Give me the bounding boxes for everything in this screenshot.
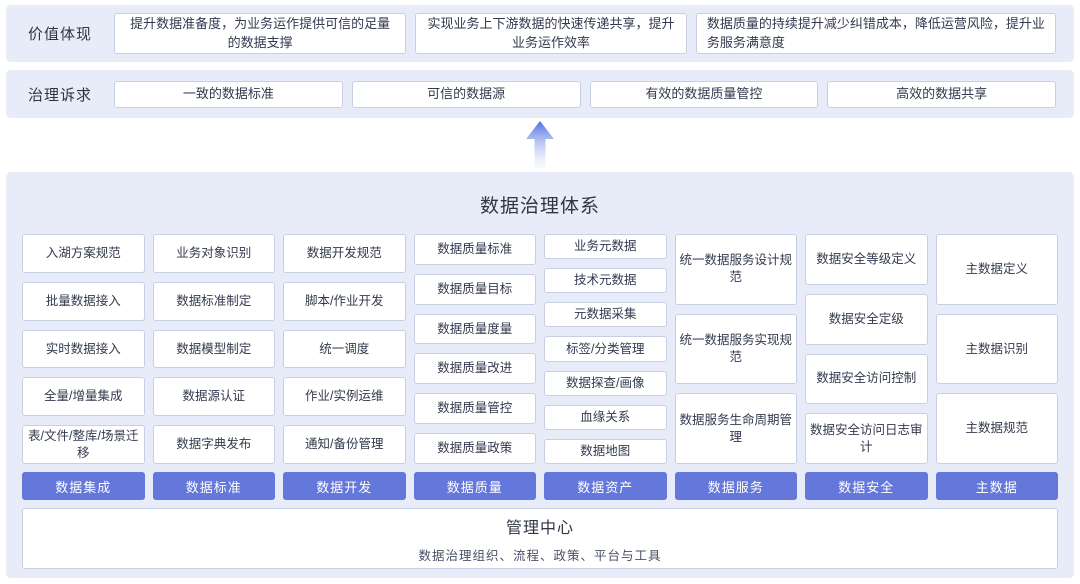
demand-row-panel: 治理诉求 一致的数据标准可信的数据源有效的数据质量管控高效的数据共享 xyxy=(6,70,1074,118)
demand-row-label: 治理诉求 xyxy=(27,86,92,104)
management-center-box: 管理中心 数据治理组织、流程、政策、平台与工具 xyxy=(22,508,1058,569)
system-column: 统一数据服务设计规范统一数据服务实现规范数据服务生命周期管理 xyxy=(674,234,797,465)
demand-item-box: 可信的数据源 xyxy=(351,80,581,108)
value-item-row: 提升数据准备度，为业务运作提供可信的足量的数据支撑实现业务上下游数据的快速传递共… xyxy=(114,13,1056,54)
capability-box: 数据源认证 xyxy=(152,377,275,417)
value-row-label: 价值体现 xyxy=(27,26,92,43)
capability-box: 表/文件/整库/场景迁移 xyxy=(22,425,145,464)
capability-box: 数据质量政策 xyxy=(413,433,536,464)
capability-box: 数据地图 xyxy=(544,438,667,464)
capability-box: 批量数据接入 xyxy=(22,281,145,321)
value-item-box: 提升数据准备度，为业务运作提供可信的足量的数据支撑 xyxy=(114,13,407,54)
capability-box: 统一数据服务实现规范 xyxy=(674,313,797,385)
domain-bar-row: 数据集成数据标准数据开发数据质量数据资产数据服务数据安全主数据 xyxy=(22,472,1058,500)
capability-box: 数据质量改进 xyxy=(413,353,536,385)
capability-box: 数据质量目标 xyxy=(413,273,536,305)
domain-bar: 数据质量 xyxy=(413,472,536,500)
management-subtitle: 数据治理组织、流程、政策、平台与工具 xyxy=(418,548,662,563)
capability-box: 元数据采集 xyxy=(544,302,667,328)
capability-box: 数据质量标准 xyxy=(413,234,536,265)
system-column: 数据安全等级定义数据安全定级数据安全访问控制数据安全访问日志审计 xyxy=(805,234,928,464)
management-title: 管理中心 xyxy=(505,519,574,537)
capability-box: 统一数据服务设计规范 xyxy=(674,234,797,305)
capability-box: 数据模型制定 xyxy=(152,329,275,369)
capability-box: 主数据定义 xyxy=(935,234,1058,305)
domain-bar: 数据资产 xyxy=(544,472,667,500)
capability-box: 数据服务生命周期管理 xyxy=(674,393,797,465)
capability-box: 统一调度 xyxy=(283,329,406,369)
domain-bar: 数据服务 xyxy=(674,472,797,500)
system-column: 业务对象识别数据标准制定数据模型制定数据源认证数据字典发布 xyxy=(152,234,275,464)
capability-box: 数据安全访问控制 xyxy=(805,353,928,405)
system-column: 数据质量标准数据质量目标数据质量度量数据质量改进数据质量管控数据质量政策 xyxy=(413,234,536,464)
system-column: 数据开发规范脚本/作业开发统一调度作业/实例运维通知/备份管理 xyxy=(283,234,406,464)
demand-item-box: 一致的数据标准 xyxy=(114,80,343,108)
capability-box: 数据质量度量 xyxy=(413,313,536,345)
system-column: 入湖方案规范批量数据接入实时数据接入全量/增量集成表/文件/整库/场景迁移 xyxy=(22,234,145,464)
capability-box: 数据安全等级定义 xyxy=(805,234,928,285)
capability-box: 作业/实例运维 xyxy=(283,377,406,417)
governance-panel: 数据治理体系 入湖方案规范批量数据接入实时数据接入全量/增量集成表/文件/整库/… xyxy=(6,172,1074,578)
domain-bar: 数据安全 xyxy=(805,472,928,500)
domain-bar: 数据开发 xyxy=(283,472,406,500)
demand-item-box: 高效的数据共享 xyxy=(827,80,1056,108)
domain-bar: 数据集成 xyxy=(22,472,145,500)
system-grid: 入湖方案规范批量数据接入实时数据接入全量/增量集成表/文件/整库/场景迁移业务对… xyxy=(22,234,1058,465)
capability-box: 业务元数据 xyxy=(544,234,667,260)
demand-item-row: 一致的数据标准可信的数据源有效的数据质量管控高效的数据共享 xyxy=(114,80,1056,108)
capability-box: 数据探查/画像 xyxy=(544,370,667,396)
capability-box: 业务对象识别 xyxy=(152,234,275,273)
capability-box: 数据安全定级 xyxy=(805,293,928,345)
capability-box: 实时数据接入 xyxy=(22,329,145,369)
domain-bar: 数据标准 xyxy=(152,472,275,500)
capability-box: 全量/增量集成 xyxy=(22,377,145,417)
capability-box: 标签/分类管理 xyxy=(544,336,667,362)
capability-box: 数据开发规范 xyxy=(283,234,406,273)
capability-box: 主数据规范 xyxy=(935,393,1058,465)
up-arrow-icon xyxy=(526,121,554,168)
capability-box: 脚本/作业开发 xyxy=(283,281,406,321)
system-column: 业务元数据技术元数据元数据采集标签/分类管理数据探查/画像血缘关系数据地图 xyxy=(544,234,667,464)
capability-box: 主数据识别 xyxy=(935,313,1058,385)
governance-title: 数据治理体系 xyxy=(479,196,600,217)
capability-box: 入湖方案规范 xyxy=(22,234,145,273)
capability-box: 技术元数据 xyxy=(544,268,667,294)
capability-box: 数据字典发布 xyxy=(152,425,275,464)
demand-item-box: 有效的数据质量管控 xyxy=(589,80,819,108)
domain-bar: 主数据 xyxy=(935,472,1058,500)
system-column: 主数据定义主数据识别主数据规范 xyxy=(935,234,1058,465)
capability-box: 数据质量管控 xyxy=(413,393,536,425)
value-row-panel: 价值体现 提升数据准备度，为业务运作提供可信的足量的数据支撑实现业务上下游数据的… xyxy=(6,5,1074,62)
value-item-box: 数据质量的持续提升减少纠错成本，降低运营风险，提升业务服务满意度 xyxy=(695,13,1056,54)
capability-box: 数据安全访问日志审计 xyxy=(805,413,928,464)
capability-box: 血缘关系 xyxy=(544,404,667,430)
capability-box: 通知/备份管理 xyxy=(283,425,406,464)
value-item-box: 实现业务上下游数据的快速传递共享，提升业务运作效率 xyxy=(415,13,687,54)
capability-box: 数据标准制定 xyxy=(152,281,275,321)
